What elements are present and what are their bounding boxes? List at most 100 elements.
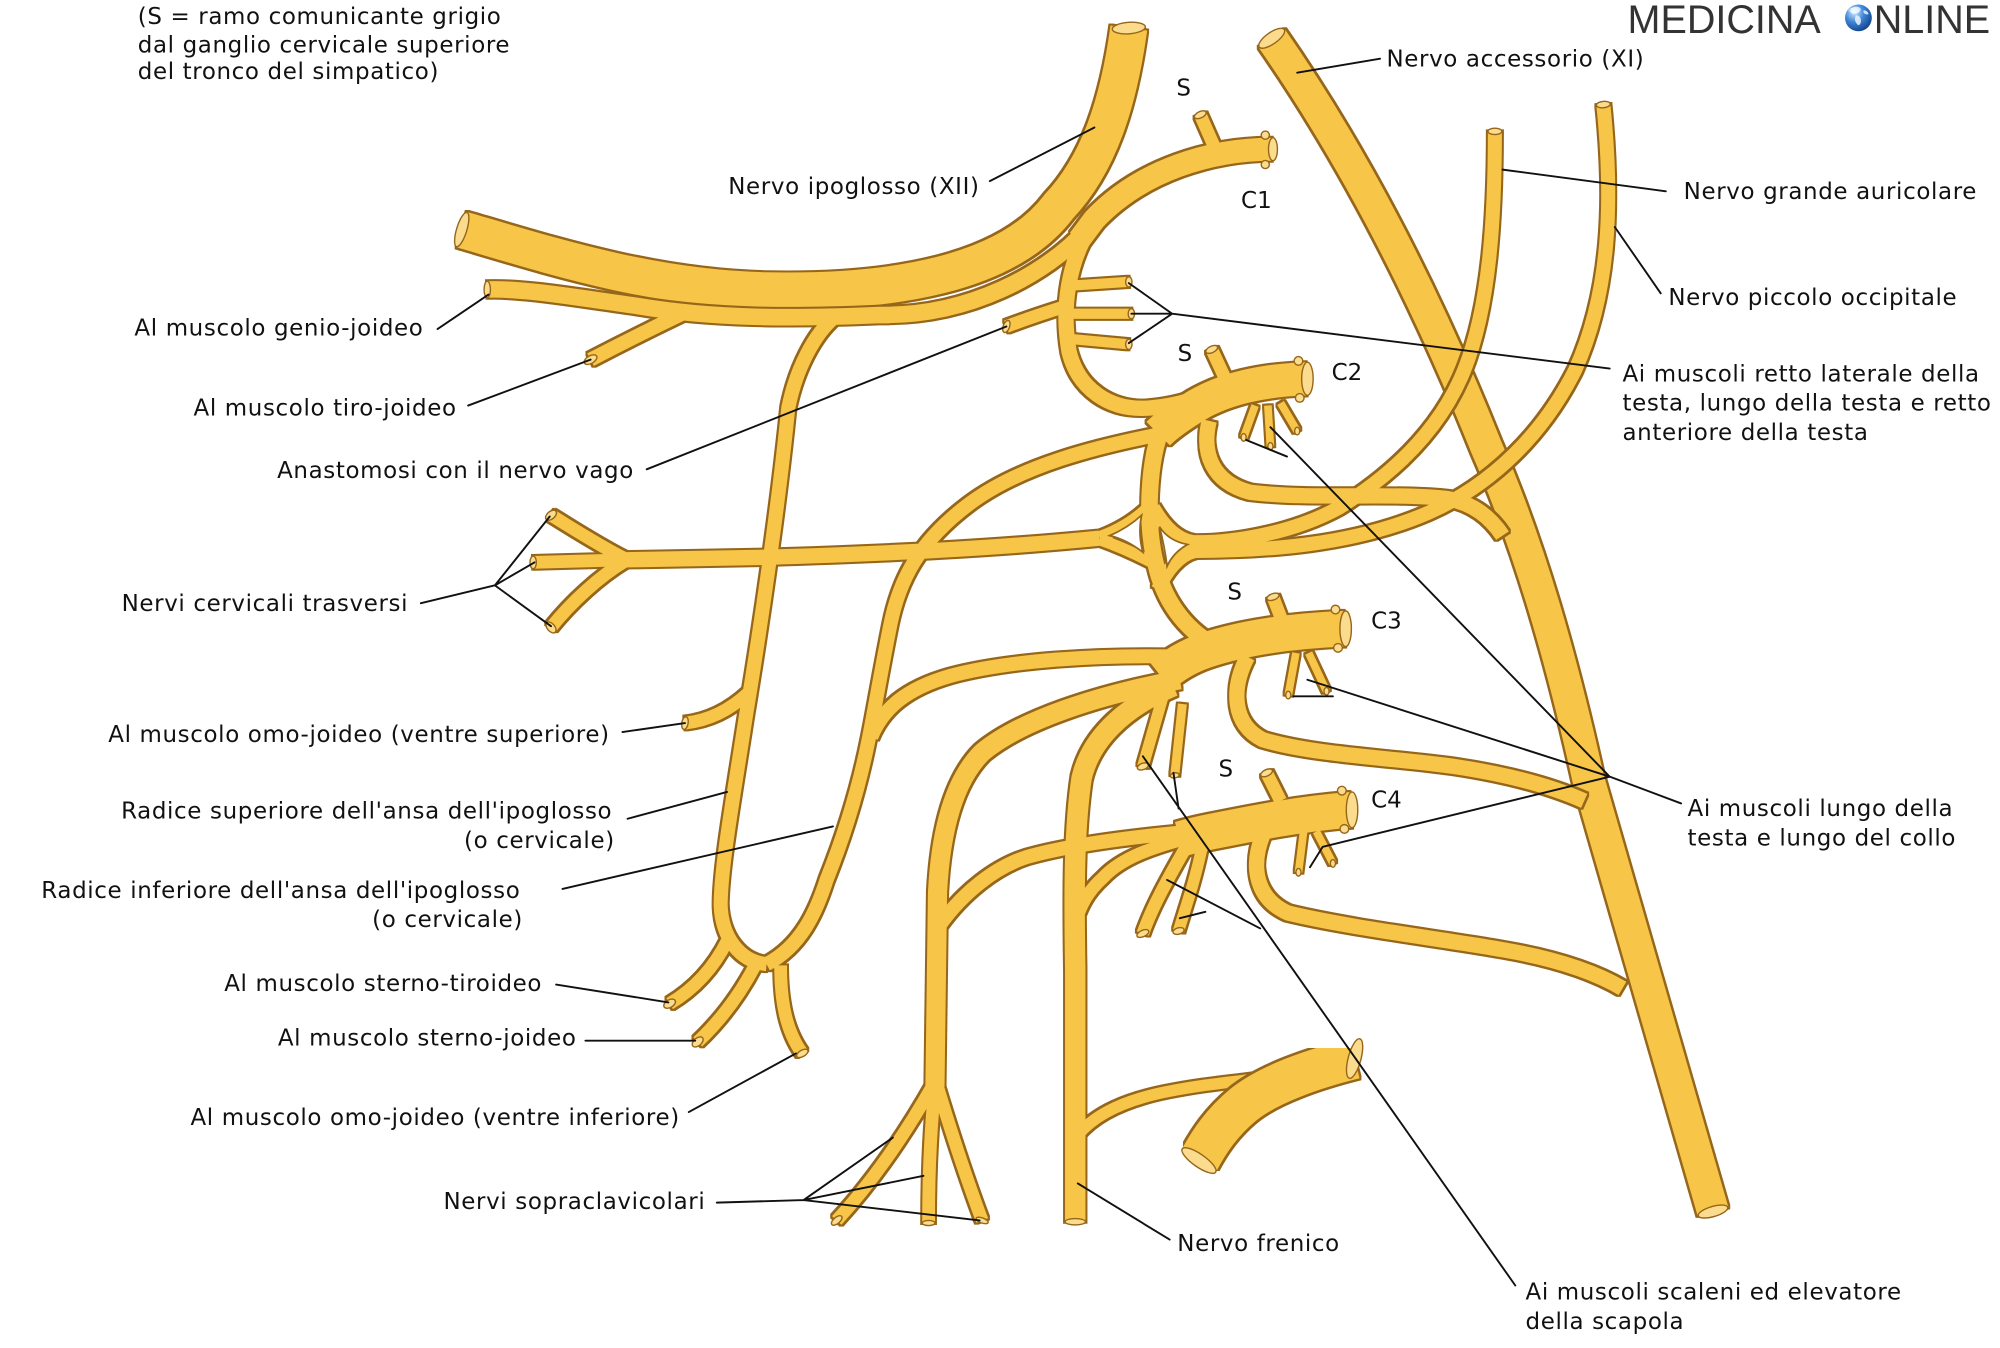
nerve-sopraclavicolare-branch: [832, 1080, 940, 1225]
cut-end-accessorio-bottom: [1697, 1204, 1729, 1219]
globe-land: [1850, 6, 1869, 26]
label-grande-auricolare: Nervo grande auricolare: [1684, 179, 1977, 205]
cut-flap-c3: [1330, 604, 1341, 615]
cut-end-c1: [1267, 137, 1279, 162]
label-retto-laterale: Ai muscoli retto laterale della: [1622, 361, 1979, 387]
cut-end-sopraclavicolare: [830, 1214, 843, 1226]
label-lungo: Ai muscoli lungo della: [1688, 796, 1954, 822]
label-c3: C3: [1371, 609, 1402, 635]
label-retto-laterale: anteriore della testa: [1622, 420, 1868, 446]
label-c4: C4: [1371, 787, 1402, 813]
cut-end-genio-joideo: [483, 280, 492, 299]
nerve-sopraclavicolare-branch: [931, 1084, 989, 1223]
label-s-c2: S: [1178, 341, 1193, 367]
cut-flap-c2: [1293, 355, 1304, 366]
nerve-c2-muscular-stub: [1240, 404, 1259, 439]
legend-note-line: dal ganglio cervicale superiore: [138, 32, 510, 58]
leader-omo-superiore: [621, 722, 686, 733]
cut-end-muscular-stub: [1293, 426, 1301, 436]
label-radice-superiore: Radice superiore dell'ansa dell'ipogloss…: [121, 799, 612, 825]
cut-flap-c2: [1294, 392, 1305, 403]
junction-hole: [1106, 512, 1145, 555]
nerve-c3-gray-ramus: [1266, 594, 1290, 626]
cut-flap-c1: [1260, 130, 1271, 140]
cut-end-frenico: [1064, 1217, 1087, 1226]
leader-lines: [419, 57, 1683, 1287]
leader-accessorio: [1296, 57, 1382, 74]
cut-end-s-c2: [1205, 344, 1219, 355]
leader-grande-auricolare: [1501, 168, 1667, 193]
nerve-c2-trunk: [1146, 362, 1307, 446]
leader-lungo: [1245, 426, 1683, 869]
cut-end-muscular-stub: [1323, 686, 1330, 696]
cut-end-scaleni: [1172, 926, 1185, 936]
label-s-c1: S: [1176, 76, 1191, 102]
nerve-c3-scaleni-branch: [1170, 703, 1187, 776]
nerve-piccolo-occipitale: [1151, 103, 1616, 593]
label-s-c4: S: [1218, 757, 1233, 783]
leader-ipoglosso: [988, 126, 1096, 183]
nerve-c3-scaleni-branch: [1137, 693, 1169, 769]
cut-end-grande-auricolare: [1487, 127, 1503, 136]
cut-end-muscular-stub: [1329, 858, 1337, 868]
nerve-c2-c3-connection: [1141, 421, 1217, 652]
nerve-c1-gray-ramus: [1194, 112, 1221, 150]
label-scaleni: della scapola: [1526, 1309, 1685, 1335]
nerve-c1-hypoglossal-band: [486, 223, 1093, 326]
nerve-radice-inferiore: [763, 426, 1165, 971]
label-accessorio: Nervo accessorio (XI): [1386, 46, 1644, 72]
cervical-plexus-layer: [486, 103, 1627, 1225]
nerve-c3-to-accessorio: [1229, 653, 1588, 808]
label-c1: C1: [1241, 188, 1272, 214]
nerve-frenico: [1064, 676, 1178, 1222]
nerve-cut-ends: [453, 21, 1729, 1227]
nerve-sopraclavicolare-branch: [922, 1085, 942, 1224]
nerve-branch-retto-anteriore: [1072, 334, 1130, 350]
label-c2: C2: [1332, 360, 1363, 386]
leader-retto-laterale: [1127, 282, 1611, 370]
cut-flap-c1: [1260, 159, 1271, 170]
label-omo-superiore: Al muscolo omo-joideo (ventre superiore): [108, 722, 609, 748]
cut-end-muscular-stub: [1295, 867, 1302, 877]
nerve-cervicale-trasverso: [622, 530, 1101, 568]
label-radice-inferiore: (o cervicale): [372, 907, 523, 933]
cut-end-s-c1: [1193, 110, 1207, 120]
nerve-grande-auricolare: [1146, 131, 1502, 550]
cut-end-sopraclavicolare: [975, 1216, 989, 1225]
leader-vago: [645, 325, 1008, 471]
cut-end-s-c4: [1259, 768, 1274, 778]
brand-text-left: MEDICINA: [1628, 0, 1822, 42]
label-ipoglosso: Nervo ipoglosso (XII): [728, 174, 979, 200]
cut-end-c3: [1339, 610, 1353, 648]
cut-end-c4: [1345, 791, 1359, 829]
nerve-c2-muscular-stub: [1264, 405, 1275, 447]
nerve-radice-inferiore-c3-root: [864, 649, 1187, 740]
label-sopraclavicolari: Nervi sopraclavicolari: [443, 1189, 705, 1215]
nerve-c4-to-frenico: [1073, 830, 1195, 915]
cut-end-muscular-stub: [1240, 432, 1247, 442]
leader-sopraclavicolari: [715, 1136, 981, 1222]
nerve-c2-muscular-stub: [1277, 401, 1301, 434]
label-sterno-joideo: Al muscolo sterno-joideo: [278, 1026, 577, 1052]
nerve-c4-muscular-stub: [1294, 831, 1308, 873]
cut-end-ipoglosso-left: [453, 211, 470, 248]
cut-flap-c4: [1336, 785, 1347, 796]
label-s-c3: S: [1227, 579, 1242, 605]
nerve-c4-scaleni-branch: [1136, 843, 1192, 936]
nerve-ipoglosso: [456, 25, 1148, 310]
nerve-cervicale-trasverso-root: [1097, 534, 1158, 569]
nerve-frenico-to-succlavio: [1073, 1073, 1258, 1139]
nerve-accessorio: [1258, 29, 1729, 1216]
cut-end-succlavio: [1181, 1147, 1217, 1175]
label-sterno-tiroideo: Al muscolo sterno-tiroideo: [224, 971, 542, 997]
nerve-c4-muscular-stub: [1312, 829, 1337, 866]
junction-hole: [1158, 526, 1191, 570]
cut-flap-c4: [1339, 823, 1350, 834]
leader-piccolo-occipitale: [1613, 226, 1662, 295]
label-radice-superiore: (o cervicale): [464, 828, 615, 854]
label-piccolo-occipitale: Nervo piccolo occipitale: [1668, 285, 1957, 311]
cut-end-muscular-stub: [1285, 690, 1292, 700]
nerve-branch-sterno-tiroideo: [666, 938, 733, 1010]
